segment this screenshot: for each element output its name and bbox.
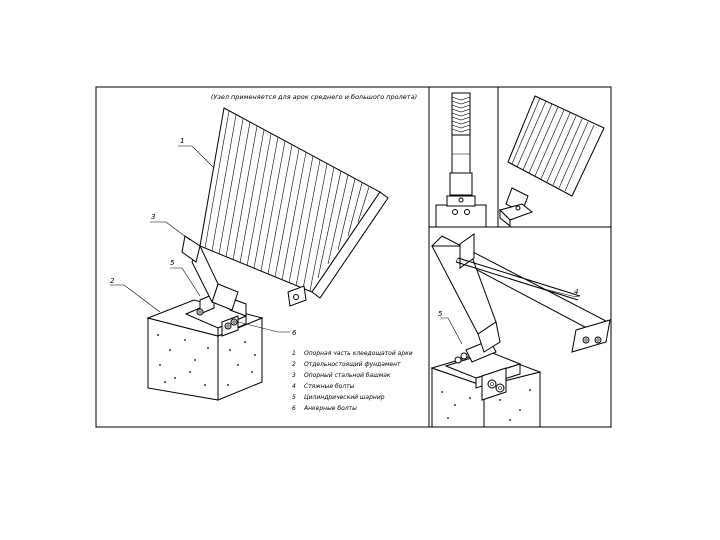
leader-lines [110,145,290,333]
shoe-detail-view [430,233,611,428]
header-note: (Узел применяется для арок среднего и бо… [211,93,417,101]
callout-3: 3 [151,213,155,221]
callout-5: 5 [170,259,175,267]
legend-num-6: 6 [292,405,296,412]
callout-4-detail: 4 [574,288,578,296]
side-elevation-view [435,92,487,228]
callout-5-detail: 5 [438,310,443,318]
callout-2: 2 [110,277,115,285]
legend-num-3: 3 [292,372,296,379]
callout-1: 1 [180,137,184,145]
legend-text-1: Опорная часть клеедощатой арки [304,350,413,357]
legend-text-4: Стяжные болты [304,383,355,390]
legend-text-6: Анкерные болты [303,405,357,412]
legend: 1 Опорная часть клеедощатой арки 2 Отдел… [292,350,413,412]
callout-6: 6 [292,329,297,337]
legend-text-3: Опорный стальной башмак [304,372,391,379]
legend-text-2: Отдельностоящий фундамент [304,361,401,368]
legend-num-1: 1 [292,350,296,357]
arch-end-view [499,95,605,228]
steel-shoe [184,293,248,337]
glulam-arch-end [181,107,389,311]
detail-leaders [440,287,580,345]
legend-num-4: 4 [292,383,296,390]
legend-num-2: 2 [292,361,296,368]
legend-text-5: Цилиндрический шарнир [304,394,385,401]
legend-num-5: 5 [292,394,296,401]
